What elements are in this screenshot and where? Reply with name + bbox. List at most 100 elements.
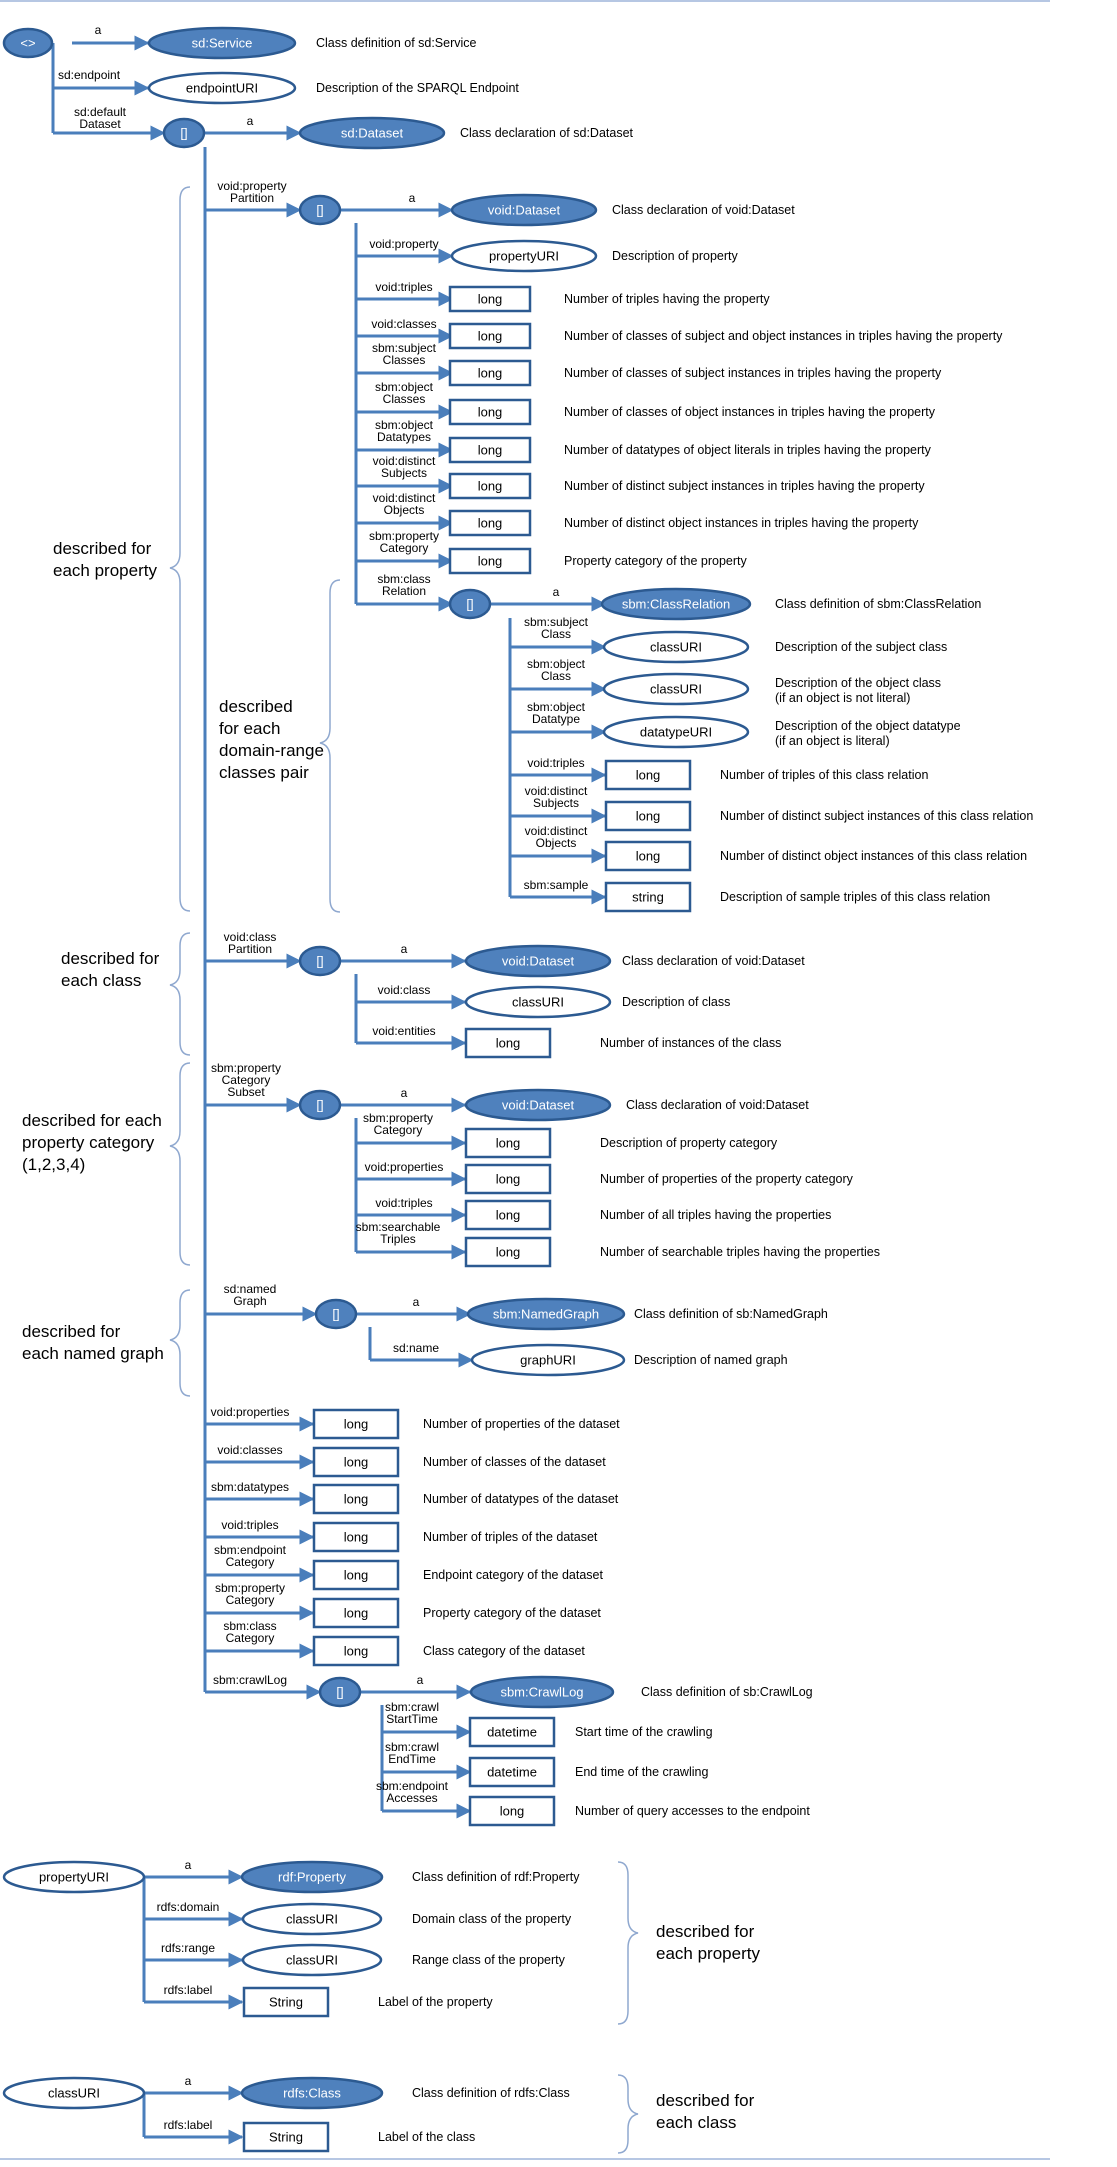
edge-label-pcc1: sbm:property xyxy=(363,1111,433,1125)
description-c2: Description of class xyxy=(622,995,730,1009)
node-cp-long: long xyxy=(464,1027,552,1059)
node-label: long xyxy=(496,1172,521,1187)
edge-label-a1: a xyxy=(95,23,102,37)
edge-label-pcc2: Category xyxy=(374,1123,423,1137)
node-ds-long5: long xyxy=(312,1559,400,1591)
node-label: sd:Dataset xyxy=(341,126,404,141)
node-ng-blank: [] xyxy=(314,1298,358,1330)
edge-label-rlabel: rdfs:label xyxy=(164,1983,213,1997)
node-pp-blank: [] xyxy=(298,194,342,226)
edge-label-cea1: sbm:endpoint xyxy=(376,1779,449,1793)
node-label: long xyxy=(496,1208,521,1223)
node-label: graphURI xyxy=(520,1353,576,1368)
node-label: long xyxy=(344,1492,369,1507)
curly-brace-icon xyxy=(617,1861,639,2025)
edge-label-csc2: Class xyxy=(541,627,571,641)
node-label: long xyxy=(478,329,503,344)
group-label-g-pc3: (1,2,3,4) xyxy=(22,1155,85,1174)
edge-label-sdname: sd:name xyxy=(393,1341,439,1355)
node-label: long xyxy=(636,849,661,864)
edge-label-csc1: sbm:subject xyxy=(524,615,589,629)
group-label-g-prop2: each property xyxy=(53,561,157,580)
node-cl-datetime1: datetime xyxy=(468,1716,556,1748)
node-ds-long6: long xyxy=(312,1597,400,1629)
edge-label-rrange: rdfs:range xyxy=(161,1941,215,1955)
group-label-g-pc2: property category xyxy=(22,1133,155,1152)
node-label: sbm:NamedGraph xyxy=(493,1307,599,1322)
edge-label-dsclasses: void:classes xyxy=(217,1443,282,1457)
node-label: long xyxy=(344,1530,369,1545)
node-sd-service: sd:Service xyxy=(147,26,297,60)
description-s4: Number of triples of the dataset xyxy=(423,1530,598,1544)
node-label: [] xyxy=(316,1098,323,1113)
edge-label-dsprops: void:properties xyxy=(211,1405,290,1419)
node-ds-long2: long xyxy=(312,1446,400,1478)
edge-label-cet1: sbm:crawl xyxy=(385,1740,439,1754)
edge-label-vclass: void:class xyxy=(378,983,431,997)
node-label: <> xyxy=(20,36,35,51)
node-cr-blank: [] xyxy=(448,588,492,620)
node-p2-class-uri2: classURI xyxy=(241,1943,383,1977)
node-c2-string: String xyxy=(242,2121,330,2153)
node-cr-datatype-uri: datatypeURI xyxy=(602,715,750,749)
group-label-g-c2a: described for xyxy=(656,2091,755,2110)
node-label: long xyxy=(344,1455,369,1470)
edge-label-cdo1: void:distinct xyxy=(525,824,588,838)
edge-label-a4: a xyxy=(553,585,560,599)
edge-label-pcst2: Triples xyxy=(380,1232,416,1246)
description-g5: Number of searchable triples having the … xyxy=(600,1245,880,1259)
edge-label-cea2: Accesses xyxy=(386,1791,437,1805)
node-cl-datetime2: datetime xyxy=(468,1756,556,1788)
node-label: string xyxy=(632,890,664,905)
node-cr-class-relation: sbm:ClassRelation xyxy=(600,587,752,621)
description-p8: Number of distinct subject instances in … xyxy=(564,479,925,493)
description-r7: Number of distinct object instances of t… xyxy=(720,849,1027,863)
node-cp-class-uri: classURI xyxy=(464,985,612,1019)
description-n1: Class definition of sb:NamedGraph xyxy=(634,1307,828,1321)
node-label: long xyxy=(478,554,503,569)
description-p10: Property category of the property xyxy=(564,554,747,568)
node-label: long xyxy=(478,516,503,531)
node-label: long xyxy=(344,1606,369,1621)
group-label-g-p2b: each property xyxy=(656,1944,760,1963)
node-pp-long7: long xyxy=(448,509,532,537)
node-pc-blank: [] xyxy=(298,1089,342,1121)
description-s1: Number of properties of the dataset xyxy=(423,1417,620,1431)
description-r4a: Description of the object datatype xyxy=(775,719,961,733)
description-g3: Number of properties of the property cat… xyxy=(600,1172,854,1186)
node-p2-string: String xyxy=(242,1986,330,2018)
edge-label-vtriples: void:triples xyxy=(375,280,432,294)
description-q3: Range class of the property xyxy=(412,1953,566,1967)
node-endpoint-uri: endpointURI xyxy=(147,71,297,105)
node-p2-rdf-property: rdf:Property xyxy=(240,1860,384,1894)
edge-label-vcp1: void:class xyxy=(224,930,277,944)
node-ds-long4: long xyxy=(312,1521,400,1553)
node-pp-long3: long xyxy=(448,359,532,387)
description-g1: Class declaration of void:Dataset xyxy=(626,1098,809,1112)
group-label-g-p2a: described for xyxy=(656,1922,755,1941)
description-p4: Number of classes of subject and object … xyxy=(564,329,1003,343)
node-label: propertyURI xyxy=(489,249,559,264)
node-label: long xyxy=(478,443,503,458)
node-label: long xyxy=(344,1417,369,1432)
description-r1: Class definition of sbm:ClassRelation xyxy=(775,597,981,611)
edge-label-cst2: StartTime xyxy=(386,1712,438,1726)
edge-label-a8: a xyxy=(417,1673,424,1687)
group-label-g-ng2: each named graph xyxy=(22,1344,164,1363)
description-s2: Number of classes of the dataset xyxy=(423,1455,606,1469)
description-l1: Class definition of sb:CrawlLog xyxy=(641,1685,813,1699)
description-p2: Description of property xyxy=(612,249,739,263)
edge-label-soc2: Classes xyxy=(383,392,426,406)
description-k2: Label of the class xyxy=(378,2130,475,2144)
edge-label-rdom: rdfs:domain xyxy=(157,1900,220,1914)
group-label-g-cls1: described for xyxy=(61,949,160,968)
description-l3: End time of the crawling xyxy=(575,1765,708,1779)
group-label-g-prop1: described for xyxy=(53,539,152,558)
edge-label-vds2: Subjects xyxy=(381,466,427,480)
description-r3a: Description of the object class xyxy=(775,676,941,690)
edge-label-pcprops: void:properties xyxy=(365,1160,444,1174)
edge-label-scr1: sbm:class xyxy=(377,572,430,586)
node-label: void:Dataset xyxy=(488,203,561,218)
